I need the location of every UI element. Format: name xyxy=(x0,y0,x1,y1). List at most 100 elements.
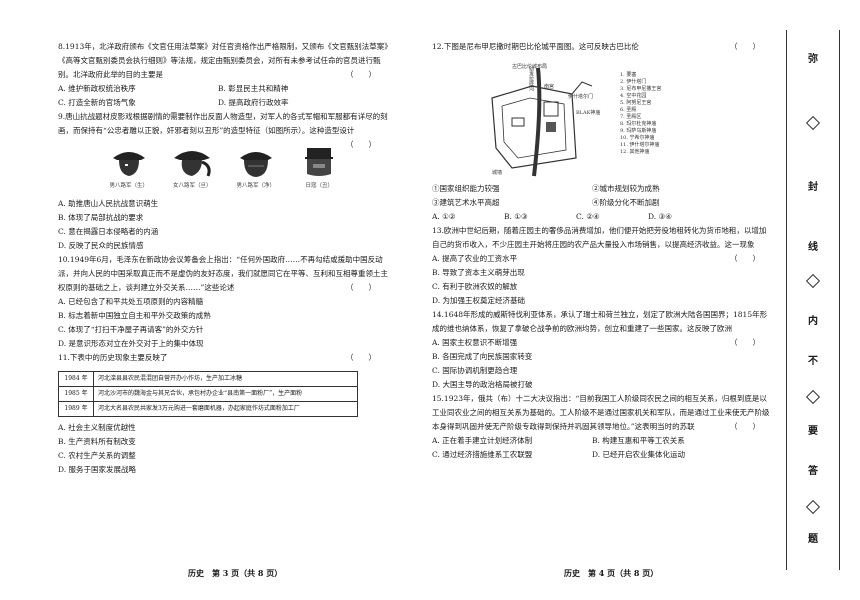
legend-item: 1. 要塞 xyxy=(620,72,637,78)
table-cell-event: 河北大名县农民共家发3万元购进一套磨面机器，办起家庭作坊式面粉加工厂 xyxy=(93,401,358,417)
options: A. ①② B. ①③ C. ②④ D. ③④ xyxy=(432,210,772,224)
seal-word: 答 xyxy=(808,466,818,477)
option-a[interactable]: A. 维护新政权统治秩序 xyxy=(58,84,136,93)
option-a[interactable]: A. 国家主权意识不断增强 xyxy=(432,338,518,347)
option-b[interactable]: B. 彰显民主共和精神 xyxy=(218,84,289,93)
options: A. 正在着手建立计划经济体制 B. 构建互惠和平等工农关系 C. 通过经济措施… xyxy=(432,434,772,462)
page-footer-right: 历史 第 4 页（共 8 页） xyxy=(564,568,659,578)
seal-line-sidebar: 弥 封 线 内 不 要 答 题 xyxy=(786,30,840,570)
question-9: 9.唐山抗战题材皮影戏根据剧情的需要制作出反面人物造型，对军人的各式军帽和军服都… xyxy=(58,110,388,253)
option-d[interactable]: D. 是意识形态对立在外交对于上的集中体现 xyxy=(58,339,204,348)
option-c[interactable]: C. ②④ xyxy=(576,212,600,221)
question-text: 11.下表中的历史现象主要反映了 xyxy=(58,353,168,362)
option-a[interactable]: A. 正在着手建立计划经济体制 xyxy=(432,436,533,445)
shadow-puppet-figures: 男八路军（生） 女八路军（旦） 男八路军（净） xyxy=(102,144,346,193)
figure-2: 女八路军（旦） xyxy=(166,144,220,193)
legend-item: 7. 圣殿区 xyxy=(620,114,642,120)
question-11: 11.下表中的历史现象主要反映了（ ） 1984 年 河北滦县县农民混混团自营开… xyxy=(58,351,388,477)
seal-word: 内 xyxy=(808,316,818,327)
statements: ①国家组织能力较强 ②城市规划较为成熟 ③建筑艺术水平高超 ④阶级分化不断加剧 xyxy=(432,182,772,210)
answer-bracket: （ ） xyxy=(346,140,376,149)
option-c[interactable]: C. 体现了“打扫干净屋子再请客”的外交方针 xyxy=(58,325,204,334)
figure-caption: 男八路军（生） xyxy=(109,183,148,189)
right-column: 12.下图是尼布甲尼撒时期巴比伦城平面图。这可反映古巴比伦 （ ） 古巴比伦城布局… xyxy=(432,40,772,462)
question-text: 14.1648年形成的威斯特伐利亚体系，承认了瑞士和荷兰独立，划定了欧洲大陆各国… xyxy=(432,310,768,333)
left-column: 8.1913年，北洋政府颁布《文官任用法草案》对任官资格作出严格限制，又颁布《文… xyxy=(58,40,388,477)
figure-caption: 女八路军（旦） xyxy=(172,183,212,189)
statement-1: ①国家组织能力较强 xyxy=(432,184,500,193)
answer-bracket: （ ） xyxy=(730,254,760,263)
option-d[interactable]: D. 服务于国家发展战略 xyxy=(58,465,137,474)
option-d[interactable]: D. 大国主导的政治格局被打破 xyxy=(432,380,533,389)
puppet-head-icon xyxy=(174,151,211,177)
map-title: 古巴比伦城布局 xyxy=(512,64,548,70)
option-b[interactable]: B. 构建互惠和平等工农关系 xyxy=(592,436,685,445)
option-a[interactable]: A. 社会主义制度优越性 xyxy=(58,423,136,432)
option-b[interactable]: B. 导致了资本主义萌芽出现 xyxy=(432,268,525,277)
seal-word: 不 xyxy=(808,356,818,367)
map-label-ishtar-gate: 伊什塔尔门 xyxy=(568,94,594,100)
legend-item: 3. 尼布甲尼撒王宫 xyxy=(620,86,662,92)
question-15: 15.1923年，俄共（布）十二大决议指出：“目前我国工人阶级同农民之间的相互关… xyxy=(432,392,772,462)
option-c[interactable]: C. 意在揭露日本侵略者的内涵 xyxy=(58,227,159,236)
table-row: 1984 年 河北滦县县农民混混团自营开办小作坊，生产加工冰糖 xyxy=(58,371,358,387)
legend-item: 8. 玛尔杜克神庙 xyxy=(620,121,657,127)
figure-caption: 日寇（丑） xyxy=(305,183,333,189)
seal-word: 封 xyxy=(808,182,818,193)
option-b[interactable]: B. 标志着新中国独立自主和平外交政策的成熟 xyxy=(58,311,211,320)
option-d[interactable]: D. 提高政府行政效率 xyxy=(218,98,289,107)
question-text: 9.唐山抗战题材皮影戏根据剧情的需要制作出反面人物造型，对军人的各式军帽和军服都… xyxy=(58,112,388,135)
table-cell-event: 河北沙河市的魏海金与其兄合伙，承包村办企业“县南第一面粉厂”，生产面粉 xyxy=(93,386,358,402)
option-b[interactable]: B. 各国完成了向民族国家转变 xyxy=(432,352,533,361)
option-c[interactable]: C. 通过经济措施维系工农联盟 xyxy=(432,450,533,459)
diamond-icon xyxy=(805,389,821,405)
question-13: 13.欧洲中世纪后期，随着庄园主的奢侈品消费增加，他们便开始把劳役地租转化为货币… xyxy=(432,224,772,308)
diamond-icon xyxy=(805,273,821,289)
table-row: 1985 年 河北沙河市的魏海金与其兄合伙，承包村办企业“县南第一面粉厂”，生产… xyxy=(58,386,358,402)
diamond-icon xyxy=(805,115,821,131)
option-a[interactable]: A. 已经包含了和平共处五项原则的内容精髓 xyxy=(58,297,204,306)
option-c[interactable]: C. 国际协调机制更趋合理 xyxy=(432,366,518,375)
legend-item: 5. 阿努尼王宫 xyxy=(620,100,652,106)
table-row: 1989 年 河北大名县农民共家发3万元购进一套磨面机器，办起家庭作坊式面粉加工… xyxy=(58,401,358,417)
table-cell-year: 1984 年 xyxy=(58,371,94,387)
map-legend: 1. 要塞 2. 伊什塔门 3. 尼布甲尼撒王宫 4. 空中花园 5. 阿努尼王… xyxy=(620,72,661,156)
question-text: 12.下图是尼布甲尼撒时期巴比伦城平面图。这可反映古巴比伦 xyxy=(432,42,639,51)
seal-word: 线 xyxy=(808,242,818,253)
option-b[interactable]: B. 生产资料所有制改变 xyxy=(58,437,136,446)
option-a[interactable]: A. 提高了农业的工资水平 xyxy=(432,254,518,263)
diamond-icon xyxy=(805,499,821,515)
question-14: 14.1648年形成的威斯特伐利亚体系，承认了瑞士和荷兰独立，划定了欧洲大陆各国… xyxy=(432,308,772,392)
answer-bracket: （ ） xyxy=(730,338,760,347)
legend-item: 9. 玛萨乌斯神庙 xyxy=(620,128,657,134)
option-d[interactable]: D. 反映了民众的民族情感 xyxy=(58,241,144,250)
figure-1: 男八路军（生） xyxy=(102,144,156,193)
city-plan-diagram xyxy=(491,67,593,177)
answer-bracket: （ ） xyxy=(730,422,760,431)
option-a[interactable]: A. ①② xyxy=(432,212,456,221)
table-cell-event: 河北滦县县农民混混团自营开办小作坊，生产加工冰糖 xyxy=(93,371,358,387)
option-c[interactable]: C. 农村生产关系的调整 xyxy=(58,451,136,460)
option-c[interactable]: C. 打造全新的官场气象 xyxy=(58,98,136,107)
legend-item: 2. 伊什塔门 xyxy=(620,79,647,85)
statement-2: ②城市规划较为成熟 xyxy=(592,184,660,193)
option-c[interactable]: C. 有利于欧洲农奴的解放 xyxy=(432,282,518,291)
puppet-head-icon xyxy=(112,152,145,176)
map-label-temple: BLAK神庙 xyxy=(576,110,601,116)
option-b[interactable]: B. 体现了局部抗战的要求 xyxy=(58,213,144,222)
babylon-city-map: 古巴比伦城布局 伊什塔尔门 幼发拉底河 南宫 BLAK神庙 城墙 1. 要塞 2… xyxy=(472,58,702,178)
option-a[interactable]: A. 助推唐山人民抗战意识萌生 xyxy=(58,199,159,208)
question-10: 10.1949年6月，毛泽东在新政协会议筹备会上指出：“任何外国政府……不再勾结… xyxy=(58,253,388,351)
figure-caption: 男八路军（净） xyxy=(236,183,275,189)
answer-bracket: （ ） xyxy=(346,70,376,79)
legend-item: 4. 空中花园 xyxy=(620,93,647,99)
option-d[interactable]: D. 为加强王权奠定经济基础 xyxy=(432,296,526,305)
legend-item: 10. 宁希尔神庙 xyxy=(620,135,655,141)
map-label-river: 幼发拉底河 xyxy=(528,66,534,91)
option-b[interactable]: B. ①③ xyxy=(504,212,528,221)
option-d[interactable]: D. ③④ xyxy=(648,212,672,221)
options: A. 维护新政权统治秩序 B. 彰显民主共和精神 C. 打造全新的官场气象 D.… xyxy=(58,82,388,110)
option-d[interactable]: D. 已经开启农业集体化运动 xyxy=(592,450,686,459)
legend-item: 11. 伊什塔尔神庙 xyxy=(620,142,660,148)
puppet-head-icon xyxy=(239,152,272,177)
